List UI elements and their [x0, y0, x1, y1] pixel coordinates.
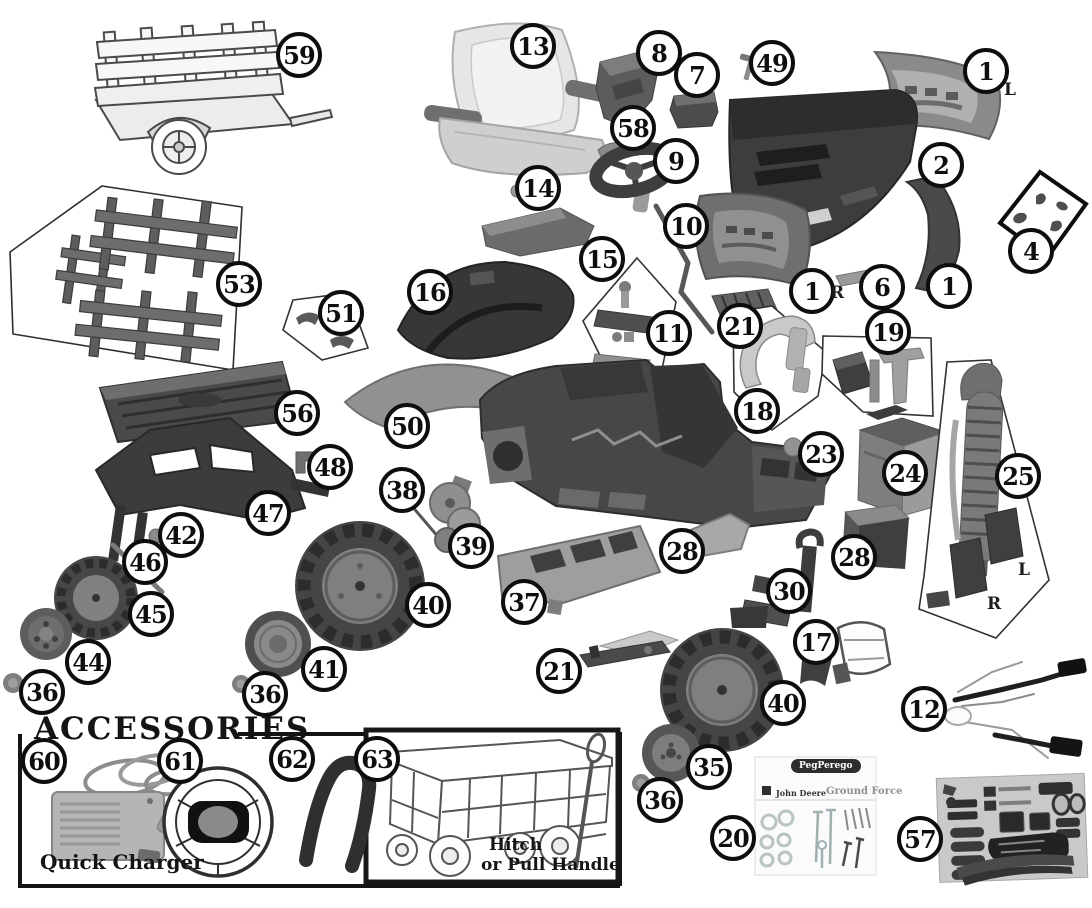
part-16-fender — [396, 207, 595, 360]
part-12-harness — [944, 658, 1087, 759]
part-62-handle — [299, 755, 377, 873]
part-7-housing — [669, 91, 719, 129]
hardware-sheet-brand-line: John Deere — [776, 788, 826, 798]
quick-charger-label: Quick Charger — [40, 850, 204, 874]
part-37-floor-panel — [496, 524, 662, 616]
part-4-hardware-box — [997, 169, 1089, 261]
part-19-pedal-bracket — [821, 335, 934, 417]
part-49-screw — [739, 53, 755, 81]
part-18-steering-support — [732, 305, 827, 432]
part-48-bracket — [295, 451, 314, 474]
part-23-cap — [783, 437, 803, 457]
part-21-linkage — [579, 630, 680, 668]
part-40-wheel-left — [295, 521, 425, 651]
part-20-hardware-sheet — [754, 756, 877, 876]
hitch-label-line2: or Pull Handle — [481, 855, 620, 875]
part-14-screw — [510, 184, 524, 198]
part-35-wheel — [642, 724, 700, 782]
part-1-corner-panel — [904, 174, 961, 295]
part-6-strip — [835, 269, 874, 287]
part-39-gearbox — [429, 475, 481, 553]
part-25-exhaust-group — [918, 359, 1050, 639]
hardware-sheet-brand: PegPerego — [791, 759, 861, 773]
accessories-title: ACCESSORIES — [34, 711, 311, 747]
hardware-sheet-product-line: Ground Force — [826, 786, 903, 797]
part-8-dash-support — [595, 51, 659, 129]
part-41-wheel — [245, 611, 311, 677]
part-40-wheel-right — [660, 628, 784, 752]
part-42-cap — [148, 528, 164, 544]
part-63-wagon — [386, 732, 613, 877]
part-45-wheel — [54, 556, 138, 640]
hitch-label-line1: Hitch — [489, 835, 543, 855]
part-59-trailer — [93, 20, 334, 175]
part-1R-fender — [694, 192, 811, 288]
part-15-11-shifter-group — [582, 256, 677, 378]
part-53-fence-kit — [9, 185, 243, 371]
part-30-hitch — [730, 528, 824, 628]
part-17-seat-hardware — [800, 621, 892, 686]
part-44-hub — [20, 608, 72, 660]
part-51-clips — [282, 292, 370, 361]
part-61-steering-wheel — [162, 766, 274, 878]
part-chassis-body — [478, 358, 835, 530]
part-57-sticker-sheet — [935, 772, 1089, 886]
part-13-seat — [424, 22, 619, 176]
part-28-pedal — [842, 504, 911, 569]
